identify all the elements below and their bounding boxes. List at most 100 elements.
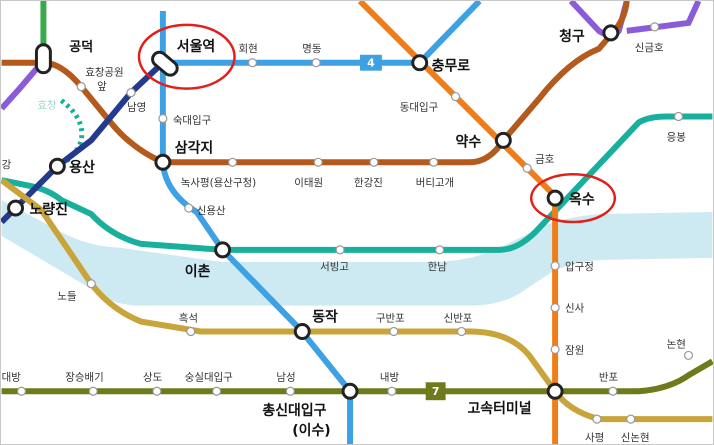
transfer-stations [7, 24, 620, 400]
station-dot-heukseok[interactable] [186, 326, 196, 337]
station-dot-namyeong[interactable] [126, 88, 136, 98]
station-dot-jamwon[interactable] [550, 344, 560, 355]
station-dot-apgujeong[interactable] [550, 261, 560, 271]
station-dot-myeongdong[interactable] [311, 58, 321, 68]
label-chongshin-2: (이수) [292, 422, 330, 439]
label-singeumho: 신금호 [635, 42, 664, 54]
line4-line [159, 1, 482, 66]
station-chongshin-marker[interactable] [341, 382, 359, 400]
station-dongjak-marker[interactable] [293, 323, 311, 340]
station-seoul-marker[interactable] [150, 49, 180, 78]
highlight-seoul-station [137, 23, 236, 90]
station-dot-sinbanpo[interactable] [456, 326, 467, 337]
line7-badge: 7 [425, 382, 446, 401]
station-dot-eungbong[interactable] [673, 111, 684, 122]
station-dot-noksapyeong[interactable] [227, 157, 238, 167]
label-sookmyung: 숙대입구 [173, 113, 212, 126]
label-namyeong: 남영 [127, 102, 146, 114]
label-heukseok: 흑석 [179, 312, 198, 325]
label-noksapyeong: 녹사평(용산구청) [181, 177, 256, 189]
station-dot-gubanpo[interactable] [389, 326, 399, 337]
label-cheonggu: 청구 [559, 29, 585, 45]
station-dot-hyochang-park[interactable] [76, 82, 86, 92]
line9-line [1, 177, 713, 423]
label-express: 고속터미널 [468, 401, 532, 417]
station-dot-dongdaemun[interactable] [450, 91, 461, 102]
label-noryangjin: 노량진 [29, 201, 67, 218]
highlight-oksu-station [529, 172, 617, 224]
label-yongsan: 용산 [69, 159, 95, 176]
station-yaksu-marker[interactable] [494, 131, 512, 149]
label-samgakji: 삼각지 [175, 139, 213, 156]
station-dot-sangdo[interactable] [152, 386, 162, 396]
station-dot-sookmyung[interactable] [158, 113, 168, 124]
label-daebang: 대방 [2, 371, 22, 383]
label-chungmuro: 충무로 [432, 59, 471, 75]
station-dot-singeumho[interactable] [650, 22, 660, 32]
station-dot-sinnonhyeon[interactable] [626, 414, 636, 424]
station-dot-sapyeong[interactable] [592, 414, 602, 424]
label-jamwon: 잠원 [565, 344, 584, 356]
station-dot-sinyongsan[interactable] [184, 203, 194, 213]
line5-segment-far [626, 1, 702, 34]
label-chongshin-1: 총신대입구 [262, 403, 326, 419]
station-yongsan-marker[interactable] [48, 157, 66, 175]
station-dot-sinsa[interactable] [550, 303, 560, 313]
station-samgakji-marker[interactable] [154, 153, 172, 171]
label-west-partial: 강 [2, 159, 12, 171]
station-dot-daebang[interactable] [16, 386, 27, 396]
major-labels: 서울역 충무로 청구 약수 용산 삼각지 옥수 노량진 이촌 동작 총신대입구 … [29, 29, 594, 439]
minor-labels: 회현 명동 신금호 효창공원 앞 효창 남영 숙대입구 동대입구 금호 응봉 녹… [2, 42, 687, 444]
label-dongdaemun: 동대입구 [400, 101, 439, 114]
station-dot-geumho[interactable] [522, 163, 532, 173]
label-apgujeong: 압구정 [565, 260, 594, 273]
station-dot-naebang[interactable] [387, 386, 397, 396]
svg-text:7: 7 [432, 385, 440, 398]
station-dot-hangangjin[interactable] [369, 157, 379, 167]
label-jangseungbaegi: 장승배기 [65, 371, 103, 383]
station-ichon-marker[interactable] [214, 241, 232, 259]
label-myeongdong: 명동 [302, 43, 322, 55]
label-gubanpo: 구반포 [376, 313, 405, 325]
station-chungmuro-marker[interactable] [411, 54, 429, 72]
line7-line [1, 358, 713, 395]
label-naebang: 내방 [380, 371, 400, 383]
station-dot-nodeul[interactable] [86, 279, 96, 289]
station-dot-namseong[interactable] [285, 386, 295, 396]
label-sinyongsan: 신용산 [197, 205, 226, 217]
label-sinnonhyeon: 신논현 [621, 432, 650, 444]
label-nonhyeon: 논현 [667, 338, 686, 350]
station-dot-itaewon[interactable] [313, 157, 323, 167]
station-oksu-marker[interactable] [546, 189, 564, 207]
label-eungbong: 응봉 [667, 131, 687, 143]
station-dot-soongsil[interactable] [212, 386, 222, 396]
label-sangdo: 상도 [143, 371, 163, 383]
station-dot-beoti[interactable] [429, 157, 439, 167]
station-dot-hannam[interactable] [435, 245, 445, 255]
label-sinbanpo: 신반포 [444, 313, 473, 325]
svg-text:4: 4 [367, 57, 375, 70]
station-dot-seobinggo[interactable] [335, 245, 345, 255]
station-cheonggu-marker[interactable] [602, 24, 620, 42]
label-hangangjin: 한강진 [354, 177, 383, 189]
label-soongsil: 숭실대입구 [185, 370, 233, 383]
station-dot-hoehyeon[interactable] [247, 58, 258, 68]
label-dongjak: 동작 [312, 309, 338, 326]
label-sinsa: 신사 [565, 303, 585, 315]
label-seobinggo: 서빙고 [320, 261, 349, 273]
station-noryangjin-marker[interactable] [7, 199, 25, 217]
station-dot-banpo[interactable] [608, 386, 618, 396]
label-seoul: 서울역 [177, 38, 215, 55]
label-hyochang-1: 효창공원 [85, 67, 123, 79]
station-gongdeok-marker[interactable] [34, 43, 52, 75]
label-hyochang-2: 앞 [97, 81, 107, 93]
label-hoehyeon: 회현 [239, 43, 258, 55]
label-hannam: 한남 [428, 261, 448, 273]
label-oksu: 옥수 [569, 192, 595, 208]
station-dot-nonhyeon[interactable] [683, 350, 694, 360]
label-sapyeong: 사평 [585, 432, 604, 444]
station-dot-jangseungbaegi[interactable] [88, 386, 98, 396]
label-gongdeok: 공덕 [69, 39, 93, 55]
station-express-marker[interactable] [546, 382, 564, 400]
